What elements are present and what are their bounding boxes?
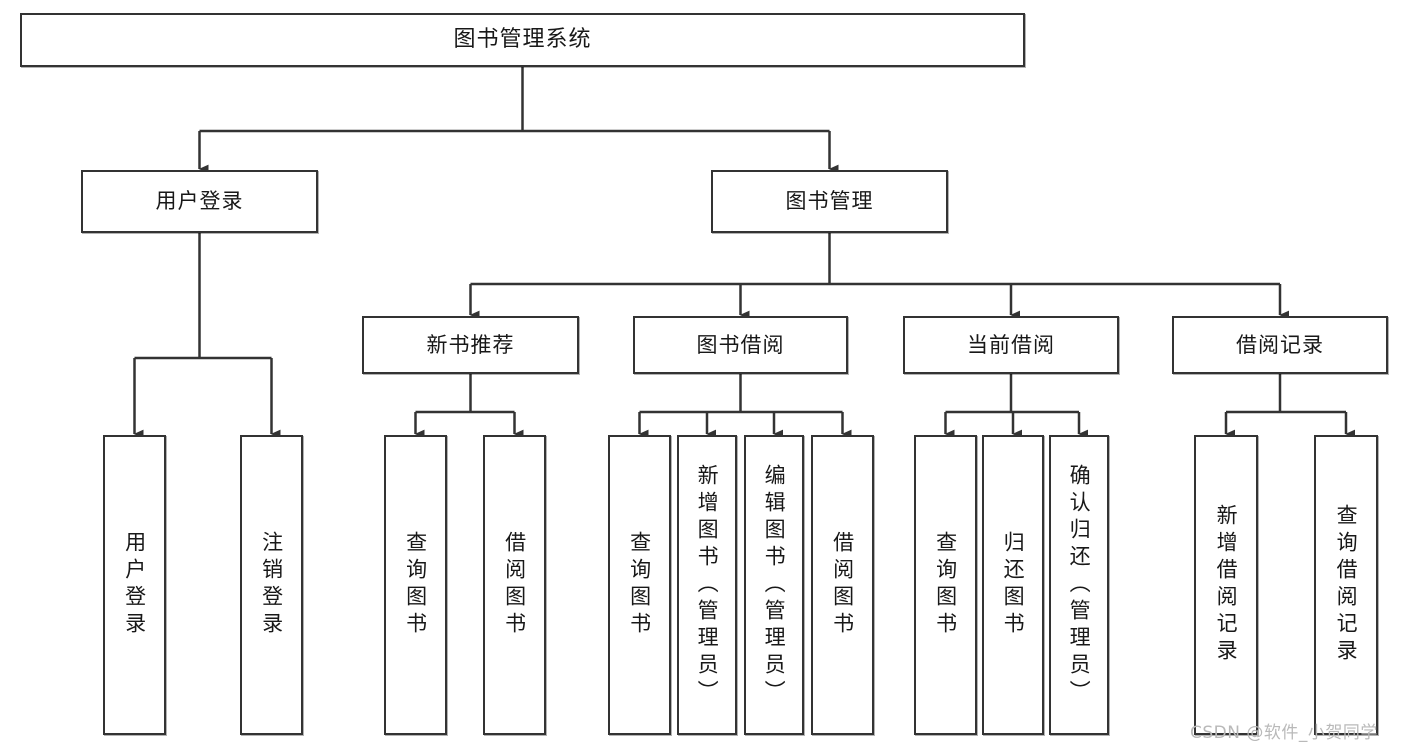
node-leaf-add-record: 新增借阅记录	[1194, 435, 1258, 735]
node-leaf-query-book-3: 查询图书	[914, 435, 977, 735]
node-label-root: 图书管理系统	[453, 27, 592, 53]
node-label-leaf-query-book-3: 查询图书	[933, 531, 958, 639]
node-label-book-manage: 图书管理	[785, 189, 874, 214]
node-leaf-borrow-book-1: 借阅图书	[483, 435, 546, 735]
node-root: 图书管理系统	[20, 13, 1025, 67]
node-label-leaf-logout: 注销登录	[259, 531, 284, 639]
node-leaf-query-record: 查询借阅记录	[1314, 435, 1378, 735]
node-leaf-confirm-return: 确认归还（管理员）	[1049, 435, 1109, 735]
node-label-book-borrow: 图书借阅	[696, 332, 785, 357]
node-label-leaf-query-book-2: 查询图书	[627, 531, 652, 639]
node-leaf-return-book: 归还图书	[982, 435, 1044, 735]
node-label-current-borrow: 当前借阅	[967, 332, 1055, 357]
node-label-user-login: 用户登录	[155, 189, 244, 214]
node-label-leaf-query-record: 查询借阅记录	[1334, 504, 1359, 666]
node-label-leaf-add-book: 新增图书（管理员）	[695, 463, 720, 707]
edge-paths	[133, 67, 1356, 439]
node-leaf-borrow-book-2: 借阅图书	[811, 435, 874, 735]
node-borrow-record: 借阅记录	[1172, 316, 1388, 374]
node-new-book-rec: 新书推荐	[362, 316, 579, 374]
node-label-leaf-add-record: 新增借阅记录	[1214, 504, 1239, 666]
node-book-borrow: 图书借阅	[633, 316, 848, 374]
node-leaf-add-book: 新增图书（管理员）	[677, 435, 737, 735]
node-leaf-logout: 注销登录	[240, 435, 303, 735]
node-leaf-query-book-2: 查询图书	[608, 435, 671, 735]
node-leaf-edit-book: 编辑图书（管理员）	[744, 435, 804, 735]
node-leaf-query-book-1: 查询图书	[384, 435, 447, 735]
node-leaf-user-login: 用户登录	[103, 435, 166, 735]
node-label-leaf-confirm-return: 确认归还（管理员）	[1067, 463, 1092, 707]
node-label-leaf-user-login: 用户登录	[122, 531, 147, 639]
node-label-leaf-query-book-1: 查询图书	[403, 531, 428, 639]
node-book-manage: 图书管理	[711, 170, 948, 233]
node-label-leaf-borrow-book-2: 借阅图书	[830, 531, 855, 639]
watermark-text: CSDN @软件_小贺同学	[1190, 723, 1378, 743]
node-current-borrow: 当前借阅	[903, 316, 1119, 374]
node-label-leaf-edit-book: 编辑图书（管理员）	[762, 463, 787, 707]
node-label-new-book-rec: 新书推荐	[426, 332, 515, 357]
node-label-leaf-borrow-book-1: 借阅图书	[502, 531, 527, 639]
node-label-leaf-return-book: 归还图书	[1001, 531, 1026, 639]
node-label-borrow-record: 借阅记录	[1236, 332, 1324, 357]
node-user-login: 用户登录	[81, 170, 318, 233]
